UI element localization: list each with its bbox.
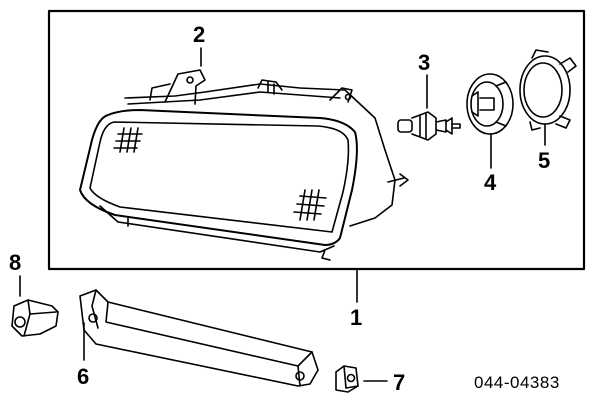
assembly-frame (47, 9, 586, 271)
socket-cover-part-4 (466, 73, 514, 135)
callout-8: 8 (9, 250, 22, 275)
headlamp-housing-part-1 (79, 69, 409, 261)
callout-7: 7 (393, 370, 406, 395)
headlamp-bulb-part-3 (397, 111, 461, 141)
callout-6: 6 (77, 364, 90, 389)
callout-3: 3 (418, 50, 431, 75)
retaining-ring-part-5 (519, 49, 577, 131)
diagram-code: 044-04383 (474, 373, 560, 392)
callout-5: 5 (538, 148, 551, 173)
callout-2: 2 (193, 22, 206, 47)
callout-1: 1 (350, 305, 363, 330)
lower-filler-panel-part-6 (79, 289, 319, 387)
callout-4: 4 (484, 170, 497, 195)
nut-part-7 (335, 365, 359, 393)
clip-part-8 (11, 299, 59, 337)
